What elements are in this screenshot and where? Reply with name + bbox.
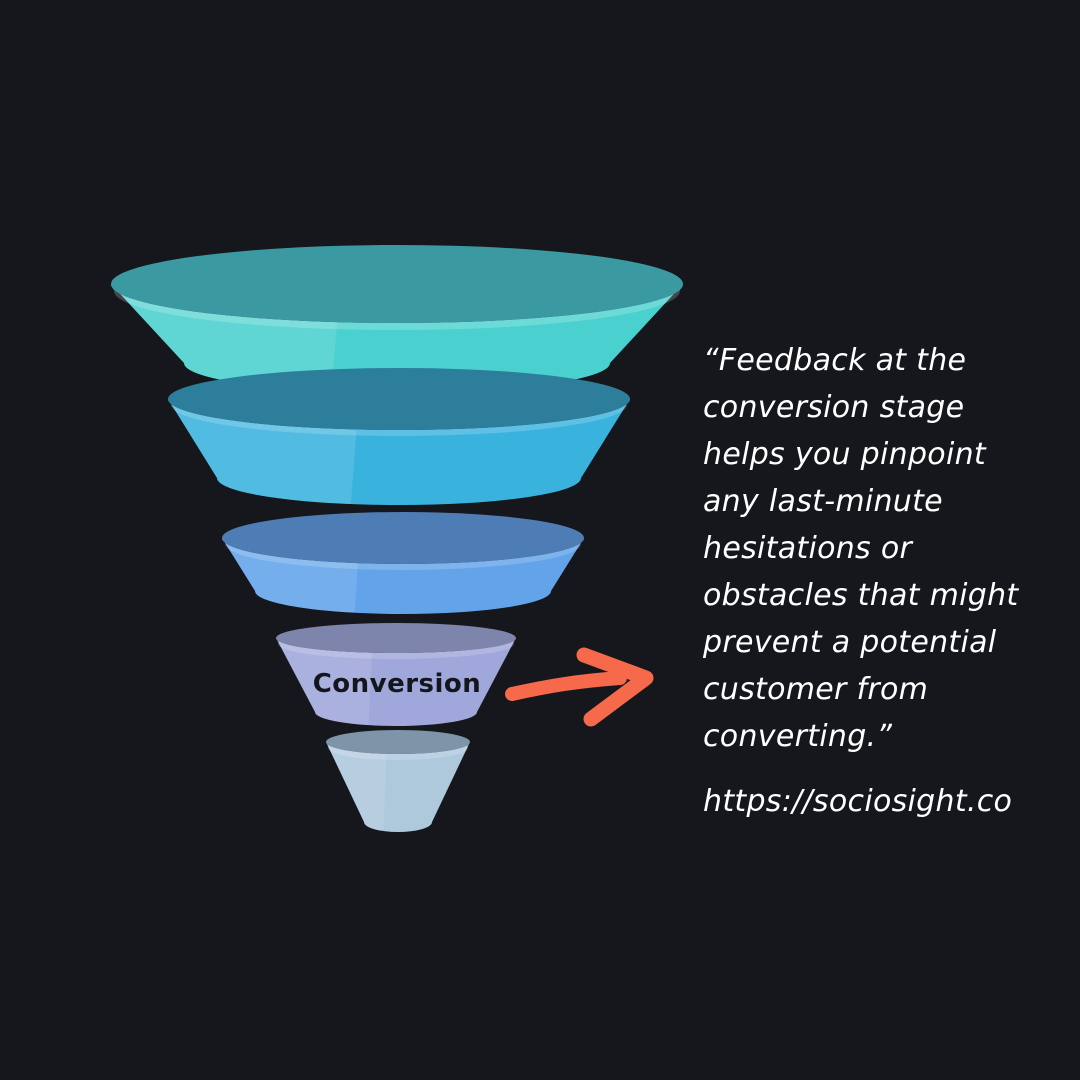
quote-line: converting.” (703, 719, 893, 754)
tier-3-top (222, 512, 584, 564)
funnel-tier-5 (326, 730, 470, 832)
quote-line: conversion stage (703, 390, 965, 425)
conversion-tier-label: Conversion (312, 669, 482, 699)
tier-2-top (168, 368, 630, 430)
quote-line: any last-minute (703, 484, 943, 519)
quote-line: prevent a potential (703, 625, 997, 660)
quote-line: hesitations or (703, 531, 913, 566)
quote-line: helps you pinpoint (703, 437, 986, 472)
tier-4-top (276, 623, 516, 653)
tier-1-top (111, 245, 683, 323)
tier-4-body (276, 638, 516, 726)
arrow-head (576, 647, 654, 727)
arrow-icon (505, 647, 654, 727)
funnel-tier-4-conversion (276, 623, 516, 726)
funnel-tier-3 (222, 512, 584, 614)
source-url: https://sociosight.co (703, 784, 1013, 819)
funnel-tier-1 (111, 245, 683, 393)
arrow-shaft (505, 671, 627, 701)
tier-5-top (326, 730, 470, 754)
quote-line: “Feedback at the (703, 343, 967, 378)
funnel-tier-2 (168, 368, 630, 505)
quote-line: obstacles that might (703, 578, 1019, 613)
tier-3-body (222, 538, 584, 614)
tier-1-body (111, 284, 683, 393)
quote-block: “Feedback at the conversion stage helps … (703, 337, 1018, 825)
quote-line: customer from (703, 672, 929, 707)
tier-2-body (168, 399, 630, 505)
tier-5-body (326, 742, 470, 832)
